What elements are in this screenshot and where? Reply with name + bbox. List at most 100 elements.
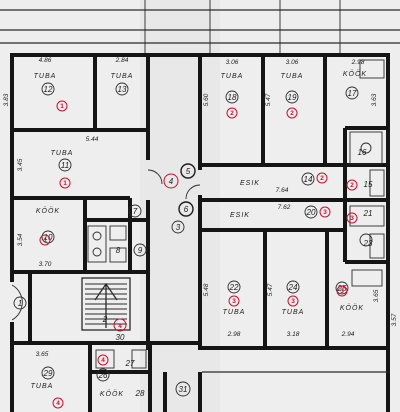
room-number-23: 23 bbox=[363, 239, 373, 248]
room-name: TUBA bbox=[111, 73, 134, 80]
room-number-3: 3 bbox=[176, 223, 181, 232]
red-owner-ring bbox=[319, 206, 331, 218]
room-number-ring bbox=[41, 366, 55, 380]
room-number-28: 28 bbox=[135, 389, 145, 398]
room-area: 2.94 bbox=[341, 331, 355, 338]
room-number-31: 31 bbox=[179, 385, 188, 394]
red-owner-ring bbox=[97, 354, 109, 366]
room-name: TUBA bbox=[34, 73, 57, 80]
room-name: ESIK bbox=[230, 212, 250, 219]
room-number: 11 bbox=[61, 161, 69, 170]
room-labels: TUBA4.86121TUBA2.8413TUBA5.44111KÖÖK10TU… bbox=[31, 57, 366, 409]
room-name: KÖÖK bbox=[100, 390, 124, 398]
red-mark-4: 4 bbox=[118, 323, 122, 330]
room-18: TUBA 3.06 18 2 bbox=[221, 59, 244, 119]
room-number-ring bbox=[285, 90, 299, 104]
room-name: KÖÖK bbox=[340, 304, 364, 312]
room-number-ring bbox=[115, 82, 129, 96]
room-number-7: 7 bbox=[133, 207, 138, 216]
room-number-ring bbox=[304, 205, 318, 219]
room-name: TUBA bbox=[282, 309, 305, 316]
room-area: 7.62 bbox=[278, 204, 291, 211]
red-owner-number: 3 bbox=[232, 298, 236, 305]
dim-3-70: 3.70 bbox=[39, 261, 52, 268]
stair bbox=[81, 277, 131, 331]
room-number-9: 9 bbox=[138, 246, 143, 255]
dim-3-65: 3.65 bbox=[373, 289, 380, 302]
room-name: ESIK bbox=[240, 180, 260, 187]
dimensions: 3.83 3.45 3.54 3.70 5.60 5.47 5.48 5.47 … bbox=[3, 93, 398, 326]
room-number: 14 bbox=[304, 175, 313, 184]
red-owner-number: 2 bbox=[230, 110, 234, 117]
red-owner-number: 3 bbox=[323, 209, 327, 216]
room-10: KÖÖK 10 bbox=[36, 207, 60, 244]
marker-5: 5 bbox=[186, 167, 191, 176]
red-owner-ring bbox=[287, 295, 299, 307]
dim-5-48: 5.48 bbox=[203, 283, 210, 296]
room-number-21: 21 bbox=[363, 209, 373, 218]
red-owner-ring bbox=[228, 295, 240, 307]
room-number: 26 bbox=[98, 371, 108, 380]
red-owner-number: 1 bbox=[60, 103, 64, 110]
room-name: TUBA bbox=[223, 309, 246, 316]
dim-3-83: 3.83 bbox=[3, 93, 10, 106]
room-area: 3.18 bbox=[287, 331, 300, 338]
red-owner-ring bbox=[336, 285, 348, 297]
room-area: 2.98 bbox=[227, 331, 241, 338]
room-number-27: 27 bbox=[125, 359, 135, 368]
room-number-ring bbox=[96, 368, 110, 382]
dim-3-54: 3.54 bbox=[17, 233, 24, 246]
room-number-8: 8 bbox=[116, 246, 121, 255]
room-number-ring bbox=[41, 230, 55, 244]
room-name: KÖÖK bbox=[36, 207, 60, 215]
inner-walls bbox=[12, 55, 390, 412]
room-number: 10 bbox=[44, 233, 53, 242]
room-name: TUBA bbox=[221, 73, 244, 80]
room-number-ring bbox=[41, 82, 55, 96]
room-26: KÖÖK 26 4 bbox=[96, 354, 124, 398]
red-owner-ring bbox=[56, 100, 68, 112]
red-owner-number: 4 bbox=[101, 357, 105, 364]
red-owner-ring bbox=[52, 397, 64, 409]
room-number-1: 1 bbox=[18, 299, 22, 308]
dim-3-57: 3.57 bbox=[391, 313, 398, 326]
dim-3-45: 3.45 bbox=[17, 158, 24, 171]
room-number-ring bbox=[58, 158, 72, 172]
room-number-ring bbox=[335, 281, 349, 295]
room-area: 3.06 bbox=[226, 59, 239, 66]
room-area: 2.84 bbox=[115, 57, 129, 64]
room-name: TUBA bbox=[281, 73, 304, 80]
room-area: 7.64 bbox=[276, 187, 289, 194]
dim-5-60: 5.60 bbox=[203, 93, 210, 106]
room-number-16: 16 bbox=[358, 148, 367, 157]
red-marks: 4 3 2 1 bbox=[39, 179, 358, 332]
marker-6: 6 bbox=[184, 205, 189, 214]
room-number: 29 bbox=[43, 369, 53, 378]
room-area: 2.98 bbox=[351, 59, 365, 66]
room-number: 25 bbox=[337, 284, 347, 293]
room-name: TUBA bbox=[51, 150, 74, 157]
room-22: TUBA 2.98 22 3 bbox=[223, 280, 246, 338]
room-number: 18 bbox=[228, 93, 237, 102]
room-number-ring bbox=[301, 172, 315, 186]
marker-4: 4 bbox=[169, 177, 174, 186]
room-area: 3.65 bbox=[36, 351, 49, 358]
room-number-15: 15 bbox=[364, 180, 373, 189]
red-owner-ring bbox=[316, 172, 328, 184]
room-number: 17 bbox=[348, 89, 357, 98]
room-name: TUBA bbox=[31, 383, 54, 390]
sheet-border bbox=[0, 0, 400, 55]
room-number-ring bbox=[227, 280, 241, 294]
room-number: 12 bbox=[44, 85, 53, 94]
room-number: 22 bbox=[229, 283, 239, 292]
